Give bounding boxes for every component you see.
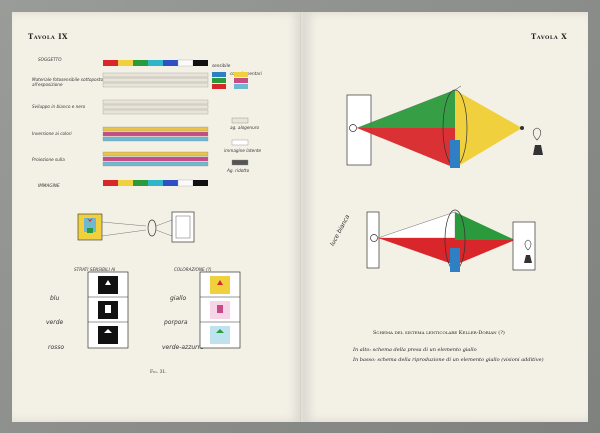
lens-schema-bottom bbox=[366, 209, 536, 272]
layer-label-verde-azzurro: verde-azzurro bbox=[162, 344, 204, 351]
colorazione-heading: COLORAZIONE (?) bbox=[174, 267, 212, 272]
film-strip-sensitive bbox=[87, 271, 129, 349]
layer-label-blu: blu bbox=[50, 295, 60, 302]
layer-label-rosso: rosso bbox=[48, 344, 65, 351]
row-label-soggetto: SOGGETTO bbox=[38, 57, 62, 62]
film-strip-colored bbox=[199, 271, 241, 349]
row-label-proiezione: Proiezione sulla bbox=[32, 157, 65, 162]
legend-title: sensibile bbox=[212, 63, 231, 68]
legend-swatches bbox=[212, 72, 249, 166]
figure-number: Fig. 31. bbox=[150, 370, 167, 375]
layer-label-giallo: giallo bbox=[170, 295, 187, 302]
proiezione-stripe bbox=[102, 151, 209, 167]
right-plate-label: Tavola X bbox=[531, 32, 568, 41]
lens-schema-top bbox=[346, 85, 543, 168]
inversione-stripe bbox=[102, 126, 209, 142]
stripe-rows bbox=[102, 59, 209, 187]
row-label-materiale: Materiale fotosensibile sottoposto all'e… bbox=[32, 77, 104, 87]
caption-line-bottom: In basso: schema della riproduzione di u… bbox=[353, 357, 544, 363]
materiale-stripe bbox=[102, 72, 209, 88]
plate-caption-title: Schema del sistema lenticolare Keller-Do… bbox=[373, 330, 505, 336]
legend-item-latente: immagine latente bbox=[224, 148, 262, 153]
legend-item-alogenuro: ag. alogenuro bbox=[230, 125, 260, 130]
book-gutter bbox=[300, 12, 304, 422]
left-plate-label: Tavola IX bbox=[28, 32, 68, 41]
row-label-inversione: Inversione ai colori bbox=[32, 131, 72, 136]
row-label-sviluppo: Sviluppo in bianco e nero bbox=[32, 104, 86, 109]
sviluppo-stripe bbox=[102, 99, 209, 115]
caption-line-top: In alto: schema della presa di un elemen… bbox=[353, 347, 477, 353]
strati-heading: STRATI SENSIBILI AI bbox=[74, 267, 116, 272]
layer-label-porpora: porpora bbox=[164, 319, 188, 326]
layer-label-verde: verde bbox=[46, 319, 64, 326]
immagine-stripe bbox=[103, 179, 208, 187]
projector-diagram bbox=[77, 211, 195, 243]
legend-item-ridotto: Ag. ridotto bbox=[227, 168, 250, 173]
soggetto-stripe bbox=[103, 59, 208, 67]
row-label-immagine: IMMAGINE bbox=[38, 183, 60, 188]
